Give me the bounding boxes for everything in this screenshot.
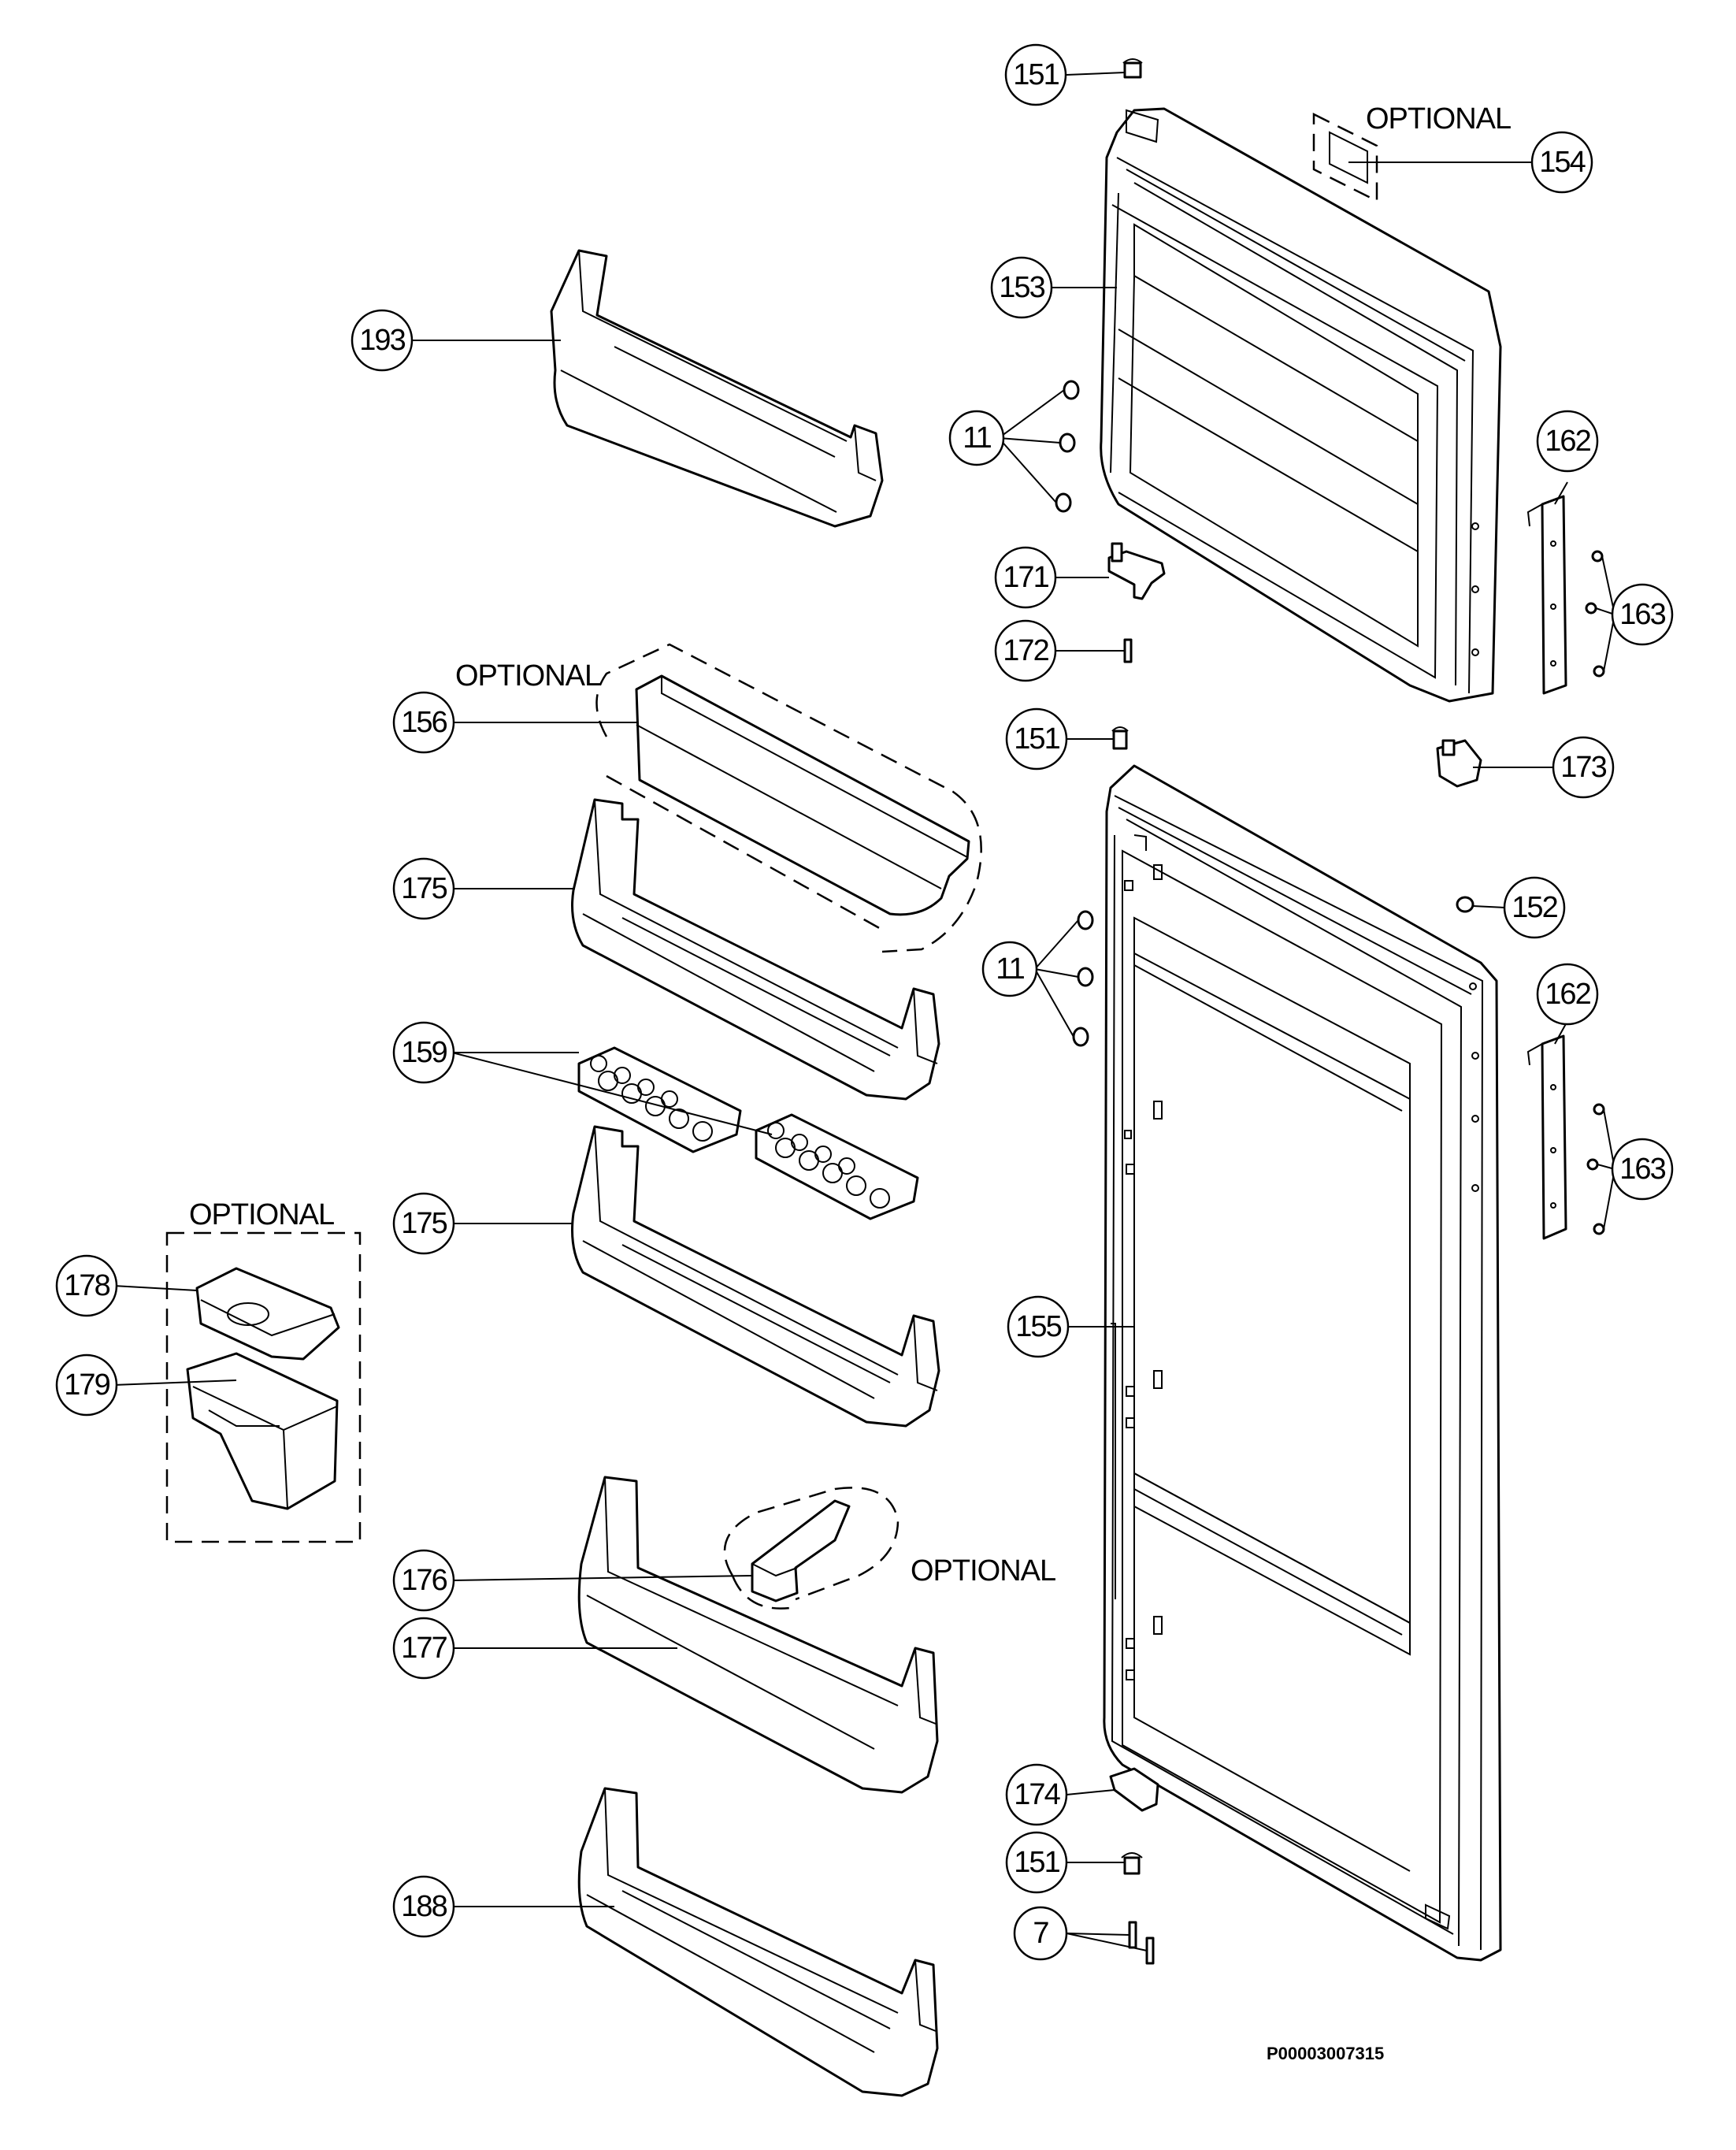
callout-162-upper: 162: [1536, 410, 1599, 473]
part-193-door-shelf: [550, 249, 884, 528]
svg-text:162: 162: [1545, 978, 1590, 1011]
part-151-screw-bottom: [1121, 1852, 1143, 1875]
part-155-fridge-door: [1103, 764, 1502, 1962]
callout-175-lower: 175: [392, 1192, 455, 1255]
svg-text:175: 175: [401, 1207, 447, 1240]
callout-11-upper: 11: [948, 410, 1005, 466]
callout-11-lower: 11: [981, 941, 1038, 997]
svg-text:176: 176: [401, 1564, 447, 1597]
callout-193: 193: [351, 309, 414, 372]
callout-162-lower: 162: [1536, 963, 1599, 1026]
svg-text:155: 155: [1015, 1310, 1061, 1343]
callout-173: 173: [1552, 736, 1615, 799]
callout-177: 177: [392, 1617, 455, 1680]
callout-154: 154: [1530, 131, 1593, 194]
part-151-screw-mid: [1111, 726, 1129, 750]
svg-text:178: 178: [64, 1269, 109, 1302]
svg-text:162: 162: [1545, 425, 1590, 458]
part-11-caps-lower: [1072, 910, 1094, 1047]
svg-text:172: 172: [1003, 634, 1048, 667]
part-163-screws-upper: [1585, 550, 1605, 678]
part-drawings: [165, 58, 1605, 2097]
part-163-screws-lower: [1586, 1103, 1605, 1235]
part-175-door-shelf-lower: [571, 1125, 940, 1428]
svg-text:171: 171: [1003, 561, 1048, 594]
callout-153: 153: [990, 256, 1053, 319]
optional-label-154: OPTIONAL: [1366, 102, 1511, 136]
svg-text:152: 152: [1512, 891, 1557, 924]
part-173-hinge: [1436, 739, 1482, 788]
svg-text:153: 153: [999, 271, 1044, 304]
callouts: 151 154 153 193 11 162 171 163: [55, 43, 1674, 1961]
optional-labels: OPTIONAL OPTIONAL OPTIONAL OPTIONAL: [189, 102, 1512, 1587]
part-7-screws: [1128, 1921, 1155, 1965]
callout-159: 159: [392, 1021, 455, 1084]
optional-label-176: OPTIONAL: [911, 1554, 1055, 1587]
callout-188: 188: [392, 1875, 455, 1938]
svg-text:154: 154: [1539, 146, 1586, 179]
callout-176: 176: [392, 1549, 455, 1612]
callout-151-mid: 151: [1005, 707, 1068, 771]
part-162-handle-lower: [1526, 1034, 1567, 1240]
callout-152: 152: [1503, 876, 1566, 939]
svg-text:151: 151: [1013, 58, 1059, 91]
part-154-optional-plate: [1312, 112, 1378, 203]
part-172-pin: [1123, 638, 1133, 663]
callout-179: 179: [55, 1353, 118, 1417]
svg-text:11: 11: [996, 952, 1024, 986]
drawing-code: P00003007315: [1267, 2044, 1384, 2063]
leader-lines: [113, 72, 1615, 1951]
part-11-caps-upper: [1055, 380, 1080, 513]
part-153-freezer-door: [1100, 107, 1502, 703]
optional-label-156: OPTIONAL: [455, 659, 600, 693]
part-151-screw-top: [1122, 58, 1143, 79]
part-188-door-shelf-bottom: [577, 1787, 939, 2097]
part-175-door-shelf-upper: [571, 798, 940, 1101]
callout-163-lower: 163: [1611, 1138, 1674, 1201]
optional-label-178-179: OPTIONAL: [189, 1198, 334, 1231]
svg-text:11: 11: [963, 421, 991, 455]
part-178-179-optional-box: [165, 1231, 362, 1543]
svg-text:174: 174: [1014, 1778, 1060, 1811]
svg-text:179: 179: [64, 1368, 109, 1402]
part-159-egg-tray-upper: [577, 1046, 742, 1153]
svg-text:177: 177: [401, 1632, 447, 1665]
part-156-optional-cover: [595, 643, 982, 953]
part-171-hinge: [1107, 542, 1166, 600]
svg-text:193: 193: [359, 324, 405, 357]
callout-175-upper: 175: [392, 857, 455, 920]
callout-156: 156: [392, 691, 455, 754]
callout-155: 155: [1007, 1295, 1070, 1358]
svg-text:163: 163: [1619, 598, 1665, 631]
callout-172: 172: [994, 619, 1057, 682]
callout-163-upper: 163: [1611, 583, 1674, 646]
callout-171: 171: [994, 546, 1057, 609]
svg-text:163: 163: [1619, 1153, 1665, 1186]
part-177-door-shelf-large: [577, 1476, 939, 1794]
svg-text:175: 175: [401, 872, 447, 905]
svg-text:156: 156: [401, 706, 447, 739]
svg-text:188: 188: [401, 1890, 447, 1923]
part-176-optional-clip: [723, 1487, 900, 1610]
callout-7: 7: [1013, 1906, 1068, 1961]
svg-text:173: 173: [1560, 751, 1606, 784]
callout-151-bottom: 151: [1005, 1831, 1068, 1894]
callout-178: 178: [55, 1254, 118, 1317]
part-152-cap: [1456, 896, 1474, 913]
svg-text:7: 7: [1033, 1917, 1048, 1950]
callout-174: 174: [1005, 1763, 1068, 1826]
svg-text:151: 151: [1014, 1846, 1059, 1879]
callout-151-top: 151: [1004, 43, 1067, 106]
part-159-egg-tray-lower: [755, 1113, 919, 1220]
svg-text:151: 151: [1014, 722, 1059, 756]
part-162-handle-upper: [1526, 495, 1567, 695]
svg-text:159: 159: [401, 1036, 447, 1069]
